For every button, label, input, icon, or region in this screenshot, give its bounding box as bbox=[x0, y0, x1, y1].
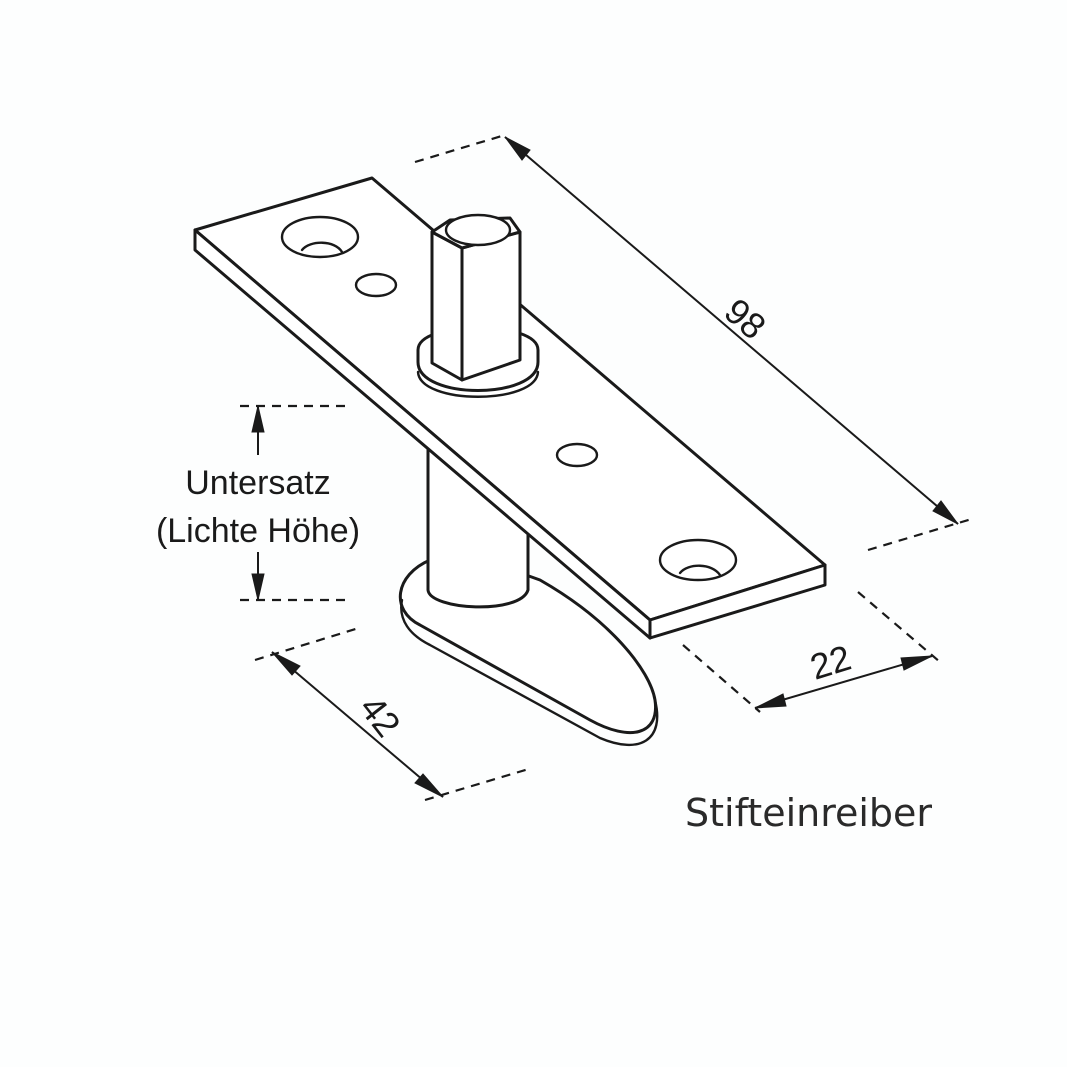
clear-height-label-line1: Untersatz bbox=[185, 464, 331, 502]
dimension-length-value: 98 bbox=[717, 290, 774, 347]
countersunk-hole-bottom bbox=[658, 538, 738, 582]
dimension-clear-height: Untersatz (Lichte Höhe) bbox=[156, 404, 360, 602]
clear-height-label-line2: (Lichte Höhe) bbox=[156, 512, 360, 550]
diagram-title: Stifteinreiber bbox=[685, 791, 932, 835]
small-hole-top bbox=[354, 272, 398, 298]
square-pin bbox=[430, 213, 522, 382]
dimension-foot-length-value: 42 bbox=[352, 688, 409, 745]
mounting-plate bbox=[193, 176, 827, 640]
countersunk-hole-top bbox=[280, 215, 360, 259]
round-post bbox=[426, 438, 530, 609]
small-hole-middle bbox=[555, 442, 599, 468]
